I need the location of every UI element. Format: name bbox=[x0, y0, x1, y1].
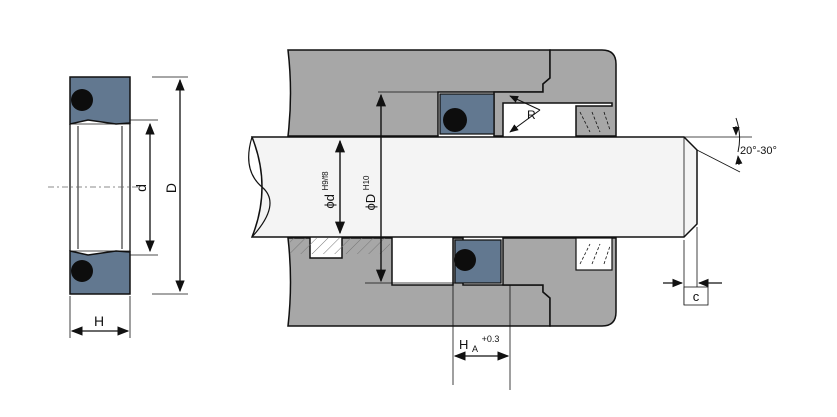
label-D: D bbox=[163, 183, 179, 193]
seal-cross-section: d D H bbox=[48, 76, 188, 338]
installed-oring-lower bbox=[454, 249, 476, 271]
dimension-shaft-d: ϕd H9/f8 bbox=[321, 139, 346, 235]
label-c-box bbox=[683, 286, 709, 306]
svg-text:H A +0.3: H A +0.3 bbox=[459, 334, 499, 355]
label-angle: 20°-30° bbox=[740, 145, 777, 157]
label-R: R bbox=[527, 108, 536, 122]
dimension-c: c bbox=[663, 227, 722, 306]
svg-text:ϕD H10: ϕD H10 bbox=[362, 175, 378, 211]
housing-hatch bbox=[290, 238, 390, 254]
label-bore-D: ϕD bbox=[363, 194, 378, 211]
shaft-break-line bbox=[248, 136, 271, 238]
dimension-HA: H A +0.3 bbox=[452, 285, 511, 390]
dimension-angle: 20°-30° bbox=[684, 117, 777, 173]
oring-bottom bbox=[71, 260, 93, 282]
dimension-H: H bbox=[69, 296, 131, 338]
label-shaft-d: ϕd bbox=[322, 194, 337, 209]
svg-text:ϕd H9/f8: ϕd H9/f8 bbox=[321, 171, 337, 209]
label-shaft-d-tolerance: H9/f8 bbox=[321, 171, 330, 191]
label-HA-tolerance: +0.3 bbox=[482, 334, 500, 344]
label-d: d bbox=[133, 184, 149, 192]
label-HA-subscript: A bbox=[472, 344, 478, 354]
shaft-rod bbox=[250, 136, 698, 238]
scraper-groove-details bbox=[579, 111, 611, 265]
oring-top bbox=[71, 89, 93, 111]
dimension-bore-D: ϕD H10 bbox=[362, 91, 455, 284]
dimension-D: D bbox=[152, 76, 188, 295]
radius-callout: R bbox=[509, 95, 541, 133]
label-bore-D-tolerance: H10 bbox=[362, 175, 371, 190]
installation-drawing: R ϕd H9/f8 ϕD H10 bbox=[248, 49, 777, 390]
installed-oring-upper bbox=[443, 108, 467, 132]
dimension-d: d bbox=[130, 119, 158, 256]
gland-ring-upper bbox=[493, 49, 617, 137]
gland-groove-lower bbox=[575, 237, 613, 271]
label-H: H bbox=[94, 313, 104, 329]
label-c: c bbox=[693, 289, 700, 304]
label-HA: H bbox=[459, 337, 468, 352]
